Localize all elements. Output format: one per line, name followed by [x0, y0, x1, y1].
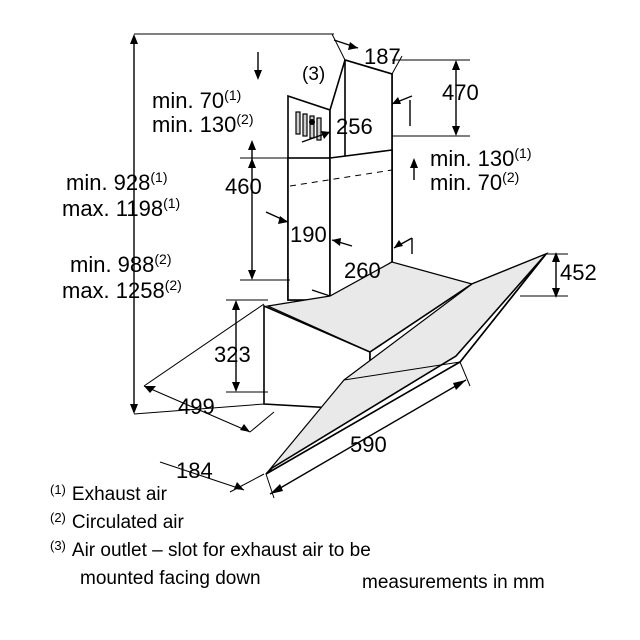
note-max1258-circulated: max. 1258(2) — [62, 277, 182, 303]
legend-item-air-outlet: (3)Air outlet – slot for exhaust air to … — [50, 538, 371, 561]
outlet-marker-dot — [309, 119, 315, 125]
glass-panel-edge — [265, 253, 547, 475]
dim-184: 184 — [176, 458, 213, 483]
note-min988-circulated: min. 988(2) — [70, 251, 172, 277]
hood-body — [263, 252, 549, 475]
dim-323: 323 — [214, 342, 251, 367]
dim-190: 190 — [290, 222, 327, 247]
note-min70-circulated: min. 70(2) — [430, 169, 519, 195]
outlet-marker-label: (3) — [302, 64, 325, 85]
chimney-lower-front — [287, 157, 331, 301]
note-min928-exhaust: min. 928(1) — [66, 169, 168, 195]
air-outlet-slots — [295, 111, 322, 141]
legend-item-air-outlet-cont: mounted facing down — [80, 568, 261, 589]
dim-460: 460 — [225, 174, 262, 199]
dim-499: 499 — [178, 394, 215, 419]
note-min130-exhaust: min. 130(1) — [430, 145, 532, 171]
height-notes: (3) min. 70(1) min. 130(2) min. 130(1) m… — [62, 64, 532, 303]
dim-260: 260 — [344, 258, 381, 283]
dim-187: 187 — [364, 44, 401, 69]
legend: (1)Exhaust air (2)Circulated air (3)Air … — [50, 482, 545, 593]
dim-590: 590 — [350, 432, 387, 457]
glass-inner-line — [343, 361, 461, 381]
dimension-labels: 187 470 256 460 190 260 452 323 499 590 … — [176, 44, 597, 483]
dim-256: 256 — [336, 114, 373, 139]
note-max1198-exhaust: max. 1198(1) — [62, 195, 180, 221]
units-note: measurements in mm — [362, 572, 545, 593]
dimension-lines — [130, 33, 568, 499]
dim-452: 452 — [560, 260, 597, 285]
dim-470: 470 — [442, 80, 479, 105]
legend-item-circulated: (2)Circulated air — [50, 510, 184, 533]
note-min130-circulated: min. 130(2) — [152, 111, 254, 137]
legend-item-exhaust: (1)Exhaust air — [50, 482, 168, 505]
note-min70-exhaust: min. 70(1) — [152, 87, 241, 113]
